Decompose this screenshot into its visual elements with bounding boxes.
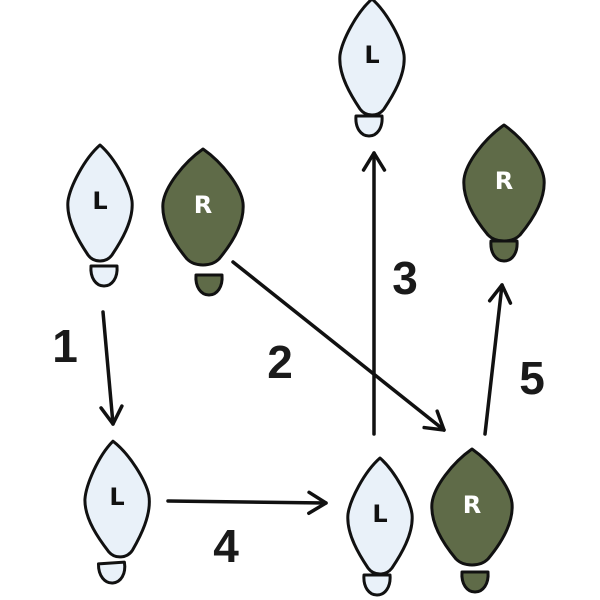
- arrow-shaft: [166, 499, 328, 505]
- arrows-layer: [99, 151, 513, 515]
- footprint-heel: [362, 573, 392, 597]
- arrow-head: [361, 151, 387, 172]
- footprint-sole: [161, 147, 245, 267]
- step-arrow-5: [483, 283, 513, 436]
- step-arrow-4: [166, 490, 328, 515]
- step-number-5: 5: [519, 352, 545, 404]
- arrow-head: [422, 409, 446, 432]
- footprint-heel: [489, 239, 519, 263]
- arrow-head: [99, 404, 124, 426]
- footprint-heel: [460, 570, 490, 594]
- footprint-right-r-step5: R: [462, 123, 546, 263]
- footprint-letter: L: [109, 483, 124, 511]
- step-number-1: 1: [52, 320, 78, 372]
- footprint-letter: R: [194, 191, 212, 219]
- footprint-letter: L: [372, 500, 387, 528]
- arrow-shaft: [483, 283, 504, 436]
- arrow-head: [307, 490, 328, 515]
- step-number-3: 3: [392, 252, 418, 304]
- footprint-left-l-step3: L: [338, 0, 406, 138]
- footprint-right-r-start: R: [161, 147, 245, 297]
- footprint-right-r-step2: R: [430, 447, 514, 594]
- footprint-left-l-step4: L: [346, 456, 414, 597]
- footprint-letter: L: [364, 41, 379, 69]
- footprint-left-l-start: L: [66, 143, 134, 288]
- arrow-head: [487, 283, 513, 305]
- step-arrow-2: [231, 260, 446, 432]
- footprint-heel: [194, 273, 224, 297]
- step-arrow-1: [99, 310, 124, 426]
- footprint-heel: [89, 264, 119, 288]
- step-labels-layer: 1 2 3 4 5: [52, 252, 545, 572]
- footprint-left-l-step1: L: [83, 439, 151, 585]
- arrow-shaft: [231, 260, 446, 432]
- footprint-letter: R: [495, 167, 513, 195]
- footprint-heel: [96, 560, 127, 585]
- footprint-heel: [354, 114, 384, 138]
- footprints-layer: L R L R L L R: [66, 0, 546, 597]
- footprint-sole: [83, 439, 151, 559]
- arrow-shaft: [101, 310, 115, 426]
- step-number-2: 2: [267, 336, 293, 388]
- footprint-letter: R: [463, 491, 481, 519]
- step-arrow-3: [361, 151, 387, 436]
- step-number-4: 4: [213, 520, 239, 572]
- footprint-sole: [66, 143, 134, 263]
- footprint-letter: L: [92, 187, 107, 215]
- footprint-sole: [430, 447, 514, 567]
